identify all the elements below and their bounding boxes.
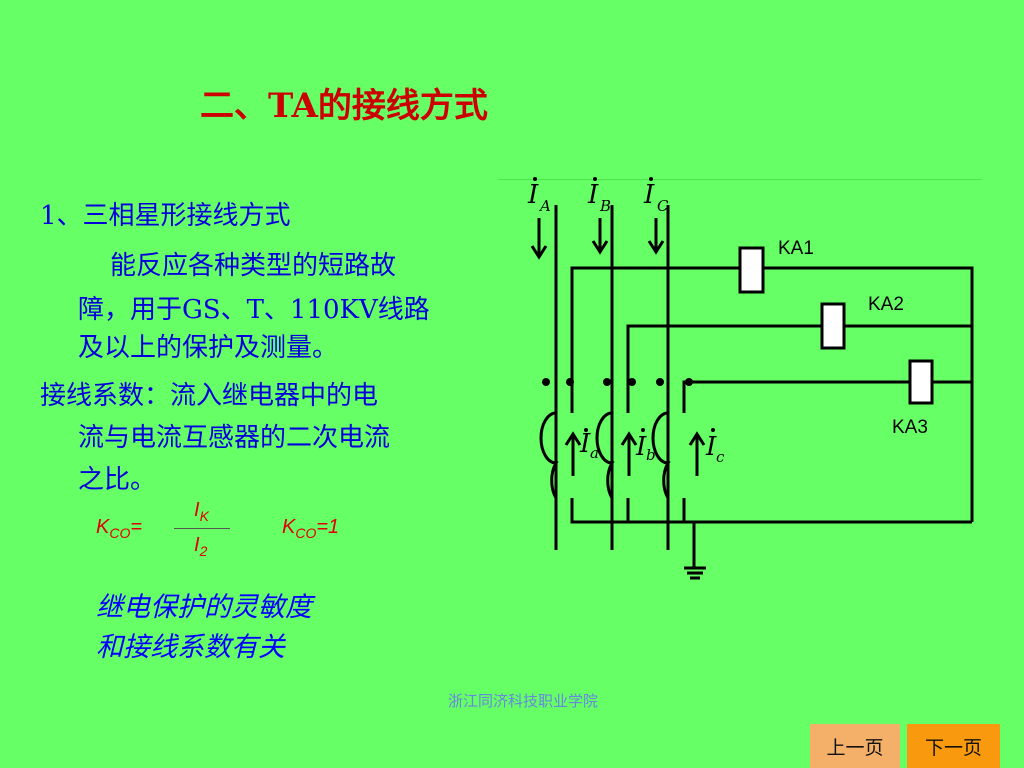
formula-numerator: IK (194, 499, 209, 524)
formula-result: KCO=1 (282, 516, 339, 541)
section-heading: 1、三相星形接线方式 (40, 201, 291, 231)
current-label-ia-sub: A (538, 197, 551, 215)
formula-numerator-main: I (194, 499, 200, 521)
prev-page-button[interactable]: 上一页 (810, 724, 900, 768)
relay-ka2 (820, 302, 846, 350)
current-label-isc-sub: c (716, 448, 725, 466)
current-label-ib-sub: B (599, 197, 611, 215)
relay-ka3 (908, 359, 934, 405)
title-divider (498, 179, 982, 180)
formula-denominator-main: I (194, 534, 200, 556)
ct-b-winding (595, 411, 615, 499)
paragraph-line-1: 能反应各种类型的短路故 (110, 251, 397, 281)
ct-a-winding (539, 411, 559, 499)
primary-arrow-b (591, 218, 609, 255)
lead-a (570, 266, 740, 413)
current-label-ib-main: I (587, 180, 599, 210)
note-text: 继电保护的灵敏度 和接线系数有关 (96, 588, 312, 668)
polarity-dots (542, 378, 693, 386)
slide-title: 二、TA的接线方式 (200, 86, 488, 126)
current-label-isa-sub: a (590, 444, 599, 462)
relay-ka1 (738, 246, 765, 294)
next-page-button[interactable]: 下一页 (907, 724, 1000, 768)
formula-denominator: I2 (194, 534, 207, 559)
primary-arrow-c (647, 218, 665, 255)
current-label-isc-main: I (705, 432, 717, 462)
primary-arrow-a (530, 218, 548, 260)
lead-c (682, 380, 910, 413)
secondary-arrow-a (564, 431, 582, 476)
secondary-arrow-b (620, 431, 638, 476)
current-label-ic-sub: C (657, 197, 669, 215)
neutral-bus (570, 498, 972, 524)
formula-result-sub: CO (295, 525, 317, 541)
relay-label-ka2: KA2 (868, 294, 904, 315)
formula-numerator-sub: K (199, 508, 209, 524)
secondary-arrow-c (688, 431, 706, 476)
return-ka1 (763, 266, 974, 522)
formula-lhs-eq: = (130, 516, 143, 538)
lead-b (626, 324, 822, 413)
ct-c-winding (651, 411, 671, 499)
definition-line-3: 之比。 (78, 465, 157, 495)
relay-label-ka3: KA3 (892, 417, 928, 438)
current-label-isb-main: I (635, 432, 647, 462)
note-line-1: 继电保护的灵敏度 (96, 592, 312, 623)
fraction-bar (174, 528, 230, 529)
note-line-2: 和接线系数有关 (96, 632, 285, 663)
formula-lhs-main: K (96, 516, 110, 538)
paragraph-line-3: 及以上的保护及测量。 (78, 333, 339, 363)
definition-line-1: 接线系数：流入继电器中的电 (40, 381, 379, 411)
current-label-ic-main: I (643, 180, 655, 210)
paragraph-line-2: 障，用于GS、T、110KV线路 (78, 295, 430, 325)
current-dots (533, 177, 715, 432)
current-label-isa-main: I (579, 429, 591, 459)
footer-institution: 浙江同济科技职业学院 (448, 692, 599, 710)
current-label-isb-sub: b (646, 446, 656, 464)
relay-label-ka1: KA1 (778, 238, 814, 259)
formula-result-value: =1 (316, 516, 340, 538)
definition-line-2: 流与电流互感器的二次电流 (78, 423, 391, 453)
formula-lhs-sub: CO (109, 525, 131, 541)
formula-result-main: K (282, 516, 296, 538)
formula-denominator-sub: 2 (199, 543, 208, 559)
formula-lhs: KCO= (96, 516, 142, 541)
current-label-ia-main: I (527, 180, 539, 210)
